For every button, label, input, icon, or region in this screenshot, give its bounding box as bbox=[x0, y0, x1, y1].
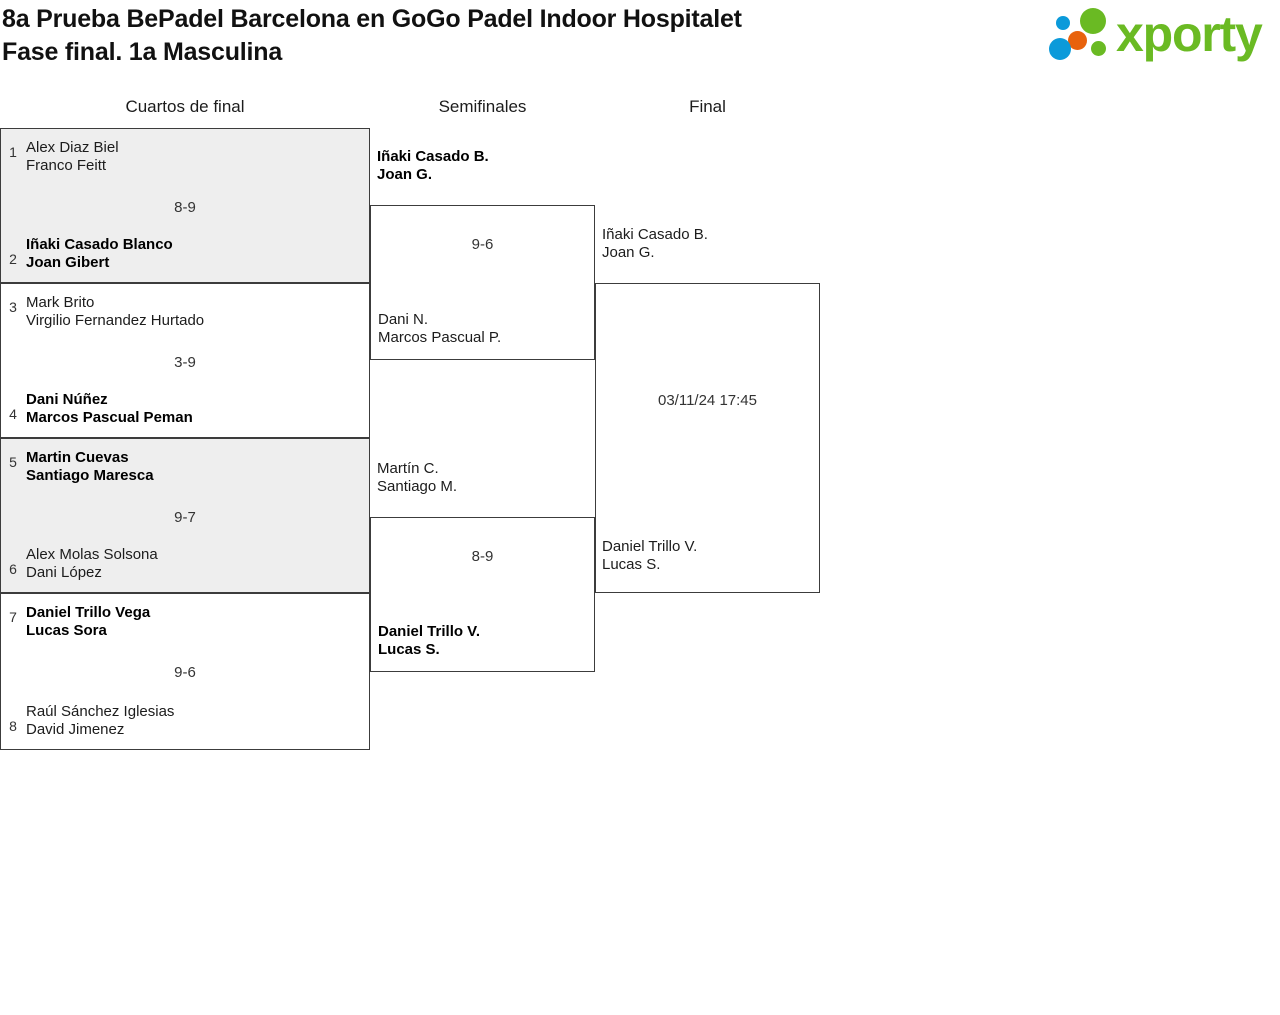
match-box-qf-4[interactable]: 7 Daniel Trillo Vega Lucas Sora 9-6 8 Ra… bbox=[0, 593, 370, 750]
match-box-qf-1[interactable]: 1 Alex Diaz Biel Franco Feitt 8-9 2 Iñak… bbox=[0, 128, 370, 283]
page-title: 8a Prueba BePadel Barcelona en GoGo Pade… bbox=[2, 5, 742, 66]
match-box-sf-2[interactable]: 8-9 Daniel Trillo V. Lucas S. bbox=[370, 517, 595, 672]
team-name-top: Martin Cuevas Santiago Maresca bbox=[26, 449, 154, 484]
round-header-quarterfinals: Cuartos de final bbox=[125, 97, 245, 116]
seed-number: 8 bbox=[9, 718, 17, 734]
match-box-sf-1[interactable]: 9-6 Dani N. Marcos Pascual P. bbox=[370, 205, 595, 360]
page-header: 8a Prueba BePadel Barcelona en GoGo Pade… bbox=[0, 0, 1280, 88]
seed-number: 7 bbox=[9, 609, 17, 625]
logo-dot-orange bbox=[1068, 31, 1087, 50]
team-name-bottom: Iñaki Casado Blanco Joan Gibert bbox=[26, 236, 173, 271]
xporty-logo[interactable]: xporty bbox=[1048, 4, 1276, 64]
team-name-top: Daniel Trillo Vega Lucas Sora bbox=[26, 604, 151, 639]
round-header-final: Final bbox=[689, 97, 726, 116]
match-score: 9-7 bbox=[174, 509, 196, 526]
match-score: 8-9 bbox=[471, 548, 494, 565]
logo-wordmark: xporty bbox=[1116, 6, 1263, 62]
match-score: 8-9 bbox=[174, 199, 196, 216]
team-name-bottom: Alex Molas Solsona Dani López bbox=[26, 546, 158, 581]
advancing-team-final-bottom: Daniel Trillo V. Lucas S. bbox=[602, 538, 698, 573]
match-box-qf-2[interactable]: 3 Mark Brito Virgilio Fernandez Hurtado … bbox=[0, 283, 370, 438]
advancing-team-sf-2-top: Martín C. Santiago M. bbox=[377, 460, 458, 495]
advancing-team-final-top: Iñaki Casado B. Joan G. bbox=[602, 226, 708, 261]
logo-dot-green-large bbox=[1080, 8, 1106, 34]
seed-number: 5 bbox=[9, 454, 17, 470]
match-box-final[interactable]: 03/11/24 17:45 bbox=[595, 283, 820, 593]
team-name-bottom: Dani N. Marcos Pascual P. bbox=[378, 311, 502, 346]
round-header-semifinals: Semifinales bbox=[438, 97, 527, 116]
match-score: 3-9 bbox=[174, 354, 196, 371]
logo-dot-green-small bbox=[1091, 41, 1106, 56]
match-schedule: 03/11/24 17:45 bbox=[658, 392, 757, 409]
team-name-bottom: Daniel Trillo V. Lucas S. bbox=[378, 623, 480, 658]
seed-number: 3 bbox=[9, 299, 17, 315]
logo-dots-icon bbox=[1048, 4, 1120, 64]
team-name-bottom: Raúl Sánchez Iglesias David Jimenez bbox=[26, 703, 175, 738]
seed-number: 2 bbox=[9, 251, 17, 267]
logo-dot-blue-small bbox=[1056, 16, 1070, 30]
team-name-bottom: Dani Núñez Marcos Pascual Peman bbox=[26, 391, 193, 426]
match-box-qf-3[interactable]: 5 Martin Cuevas Santiago Maresca 9-7 6 A… bbox=[0, 438, 370, 593]
team-name-top: Mark Brito Virgilio Fernandez Hurtado bbox=[26, 294, 205, 329]
seed-number: 6 bbox=[9, 561, 17, 577]
team-name-top: Alex Diaz Biel Franco Feitt bbox=[26, 139, 119, 174]
match-score: 9-6 bbox=[174, 664, 196, 681]
advancing-team-sf-1-top: Iñaki Casado B. Joan G. bbox=[377, 148, 489, 183]
seed-number: 1 bbox=[9, 144, 17, 160]
seed-number: 4 bbox=[9, 406, 17, 422]
match-score: 9-6 bbox=[471, 236, 494, 253]
logo-dot-blue-large bbox=[1049, 38, 1071, 60]
